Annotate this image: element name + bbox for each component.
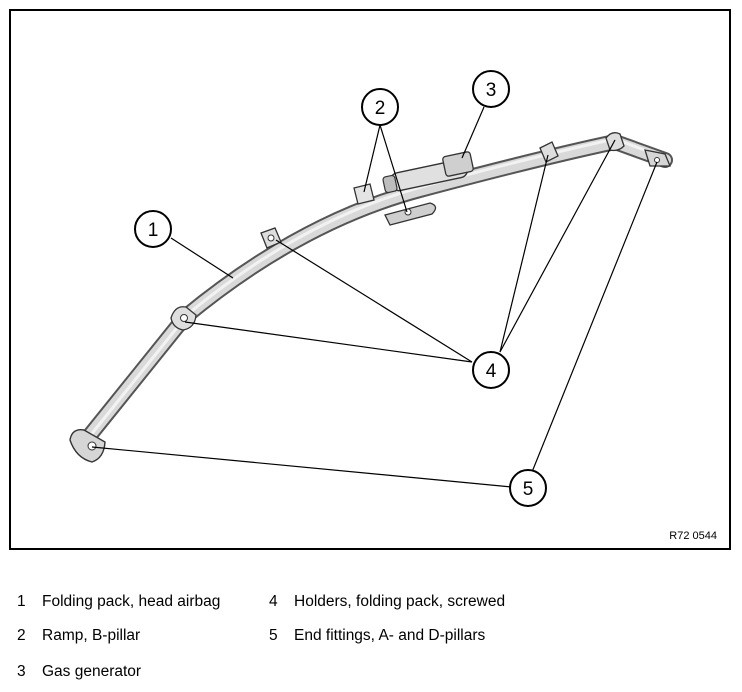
callout-label: 5 xyxy=(523,479,534,500)
callout-1: 1 xyxy=(134,210,172,248)
callout-5: 5 xyxy=(509,469,547,507)
end-fitting-a-pillar xyxy=(69,429,106,463)
callout-label: 3 xyxy=(486,80,497,101)
gas-generator xyxy=(382,151,474,194)
holder-c xyxy=(539,141,559,163)
figure-code: R72 0544 xyxy=(669,530,717,542)
callout-label: 4 xyxy=(486,361,497,382)
callout-label: 2 xyxy=(375,98,386,119)
callout-2: 2 xyxy=(361,88,399,126)
folding-pack xyxy=(74,134,673,453)
callout-label: 1 xyxy=(148,220,159,241)
holder-d xyxy=(605,132,625,152)
callout-4: 4 xyxy=(472,351,510,389)
end-fitting-d-pillar xyxy=(644,149,671,167)
holder-a xyxy=(170,306,197,331)
leader-lines xyxy=(91,106,658,488)
callout-3: 3 xyxy=(472,70,510,108)
ramp-b-pillar xyxy=(353,183,437,226)
holder-b xyxy=(260,227,282,249)
